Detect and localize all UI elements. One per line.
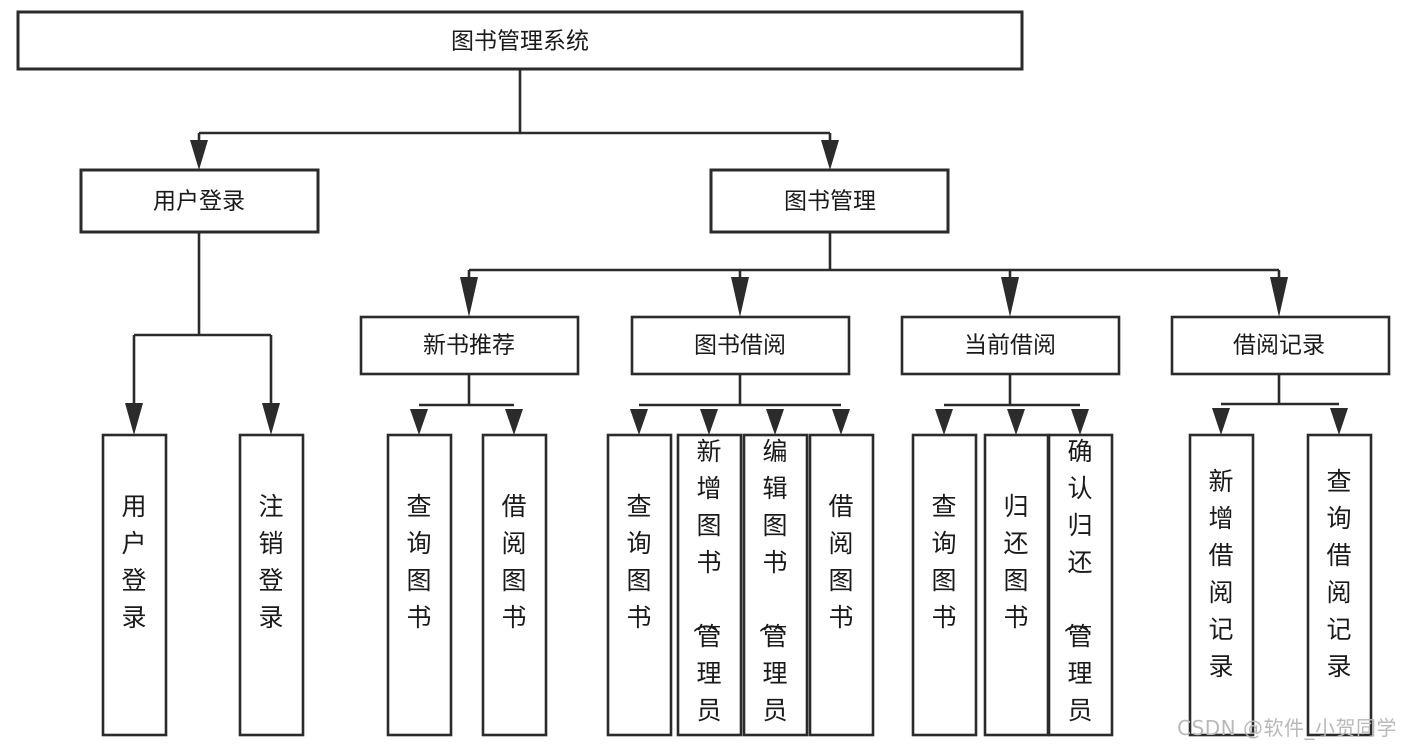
arrowhead-leaf-borrow-book-2 — [832, 409, 850, 435]
leaf-query-record-label: 查询借阅记录 — [1326, 467, 1351, 681]
book-manage-label: 图书管理 — [784, 189, 876, 215]
arrowhead-leaf-borrow-book-1 — [505, 409, 523, 435]
leaf-query-book-1-box[interactable] — [386, 433, 453, 737]
arrowhead-leaf-edit-book — [766, 409, 784, 435]
node-root[interactable]: 图书管理系统 — [16, 10, 1024, 71]
node-leaf-borrow-book-2[interactable]: 借阅图书 — [808, 433, 875, 737]
leaf-borrow-book-1-label: 借阅图书 — [501, 492, 526, 632]
current-borrow-label: 当前借阅 — [964, 333, 1056, 359]
node-leaf-query-book-1[interactable]: 查询图书 — [386, 433, 453, 737]
leaf-logout-label: 注销登录 — [258, 492, 283, 632]
arrowhead-leaf-confirm-return — [1071, 409, 1089, 435]
arrowhead-leaf-add-book — [700, 409, 718, 435]
leaf-borrow-book-1-box[interactable] — [481, 433, 548, 737]
arrowhead-leaf-return-book — [1007, 409, 1025, 435]
root-label: 图书管理系统 — [451, 29, 589, 55]
new-book-recommend-box[interactable] — [359, 315, 580, 376]
arrowhead-leaf-add-record — [1212, 408, 1230, 435]
connector-layer — [125, 69, 1348, 435]
node-leaf-user-login[interactable]: 用户登录 — [101, 433, 168, 737]
leaf-return-book-box[interactable] — [983, 433, 1050, 737]
new-book-recommend-label: 新书推荐 — [423, 333, 515, 359]
arrowhead-leaf-logout — [262, 403, 280, 435]
node-leaf-edit-book[interactable]: 编辑图书（管理员） — [742, 433, 809, 747]
arrowhead-new-book-recommend — [460, 277, 478, 317]
leaf-user-login-box[interactable] — [101, 433, 168, 737]
arrowhead-current-borrow — [1001, 277, 1019, 317]
arrowhead-book-borrow — [731, 277, 749, 317]
leaf-query-record-box[interactable] — [1306, 433, 1373, 737]
leaf-return-book-label: 归还图书 — [1003, 492, 1028, 632]
arrowhead-leaf-query-book-3 — [935, 409, 953, 435]
node-borrow-record[interactable]: 借阅记录 — [1170, 315, 1391, 376]
book-borrow-label: 图书借阅 — [694, 333, 786, 359]
leaf-edit-book-box[interactable] — [742, 433, 809, 737]
book-borrow-box[interactable] — [630, 315, 851, 376]
node-leaf-query-record[interactable]: 查询借阅记录 — [1306, 433, 1373, 737]
arrowhead-leaf-query-book-2 — [630, 409, 648, 435]
node-leaf-query-book-3[interactable]: 查询图书 — [911, 433, 978, 737]
leaf-query-book-1-label: 查询图书 — [406, 492, 431, 632]
leaf-add-book-label: 新增图书（管理员） — [690, 437, 721, 747]
leaf-query-book-3-box[interactable] — [911, 433, 978, 737]
root-box[interactable] — [16, 10, 1024, 71]
arrowhead-leaf-query-book-1 — [410, 409, 428, 435]
user-login-box[interactable] — [79, 168, 320, 234]
arrowhead-borrow-record — [1270, 277, 1288, 317]
leaf-query-book-2-box[interactable] — [606, 433, 673, 737]
node-user-login[interactable]: 用户登录 — [79, 168, 320, 234]
node-book-borrow[interactable]: 图书借阅 — [630, 315, 851, 376]
leaf-add-record-label: 新增借阅记录 — [1208, 467, 1233, 681]
leaf-query-book-3-label: 查询图书 — [931, 492, 956, 632]
node-new-book-recommend[interactable]: 新书推荐 — [359, 315, 580, 376]
arrowhead-book-manage — [821, 140, 839, 170]
borrow-record-label: 借阅记录 — [1233, 333, 1325, 359]
leaf-query-book-2-label: 查询图书 — [626, 492, 651, 632]
current-borrow-box[interactable] — [900, 315, 1121, 376]
node-leaf-return-book[interactable]: 归还图书 — [983, 433, 1050, 737]
node-leaf-query-book-2[interactable]: 查询图书 — [606, 433, 673, 737]
csdn-watermark: CSDN @软件_小贺同学 — [1177, 716, 1397, 740]
leaf-borrow-book-2-box[interactable] — [808, 433, 875, 737]
arrowhead-leaf-user-login — [125, 403, 143, 435]
leaf-add-book-box[interactable] — [676, 433, 743, 737]
node-book-manage[interactable]: 图书管理 — [709, 168, 950, 234]
leaf-logout-box[interactable] — [238, 433, 305, 737]
leaf-borrow-book-2-label: 借阅图书 — [828, 492, 853, 632]
arrowhead-leaf-query-record — [1330, 408, 1348, 435]
leaf-edit-book-label: 编辑图书（管理员） — [756, 437, 787, 747]
leaf-confirm-return-label: 确认归还（管理员） — [1061, 437, 1092, 747]
leaf-user-login-label: 用户登录 — [121, 492, 146, 632]
node-current-borrow[interactable]: 当前借阅 — [900, 315, 1121, 376]
node-leaf-logout[interactable]: 注销登录 — [238, 433, 305, 737]
user-login-label: 用户登录 — [153, 189, 245, 215]
node-leaf-add-book[interactable]: 新增图书（管理员） — [676, 433, 743, 747]
borrow-record-box[interactable] — [1170, 315, 1391, 376]
leaf-confirm-return-box[interactable] — [1047, 433, 1114, 737]
leaf-layer: 用户登录 注销登录 查询图书 借阅图书 查询图书 新增图书（管理员） — [101, 433, 1373, 747]
node-leaf-add-record[interactable]: 新增借阅记录 — [1188, 433, 1255, 737]
leaf-add-record-box[interactable] — [1188, 433, 1255, 737]
node-leaf-confirm-return[interactable]: 确认归还（管理员） — [1047, 433, 1114, 747]
book-manage-box[interactable] — [709, 168, 950, 234]
arrowhead-user-login — [190, 140, 208, 170]
node-leaf-borrow-book-1[interactable]: 借阅图书 — [481, 433, 548, 737]
